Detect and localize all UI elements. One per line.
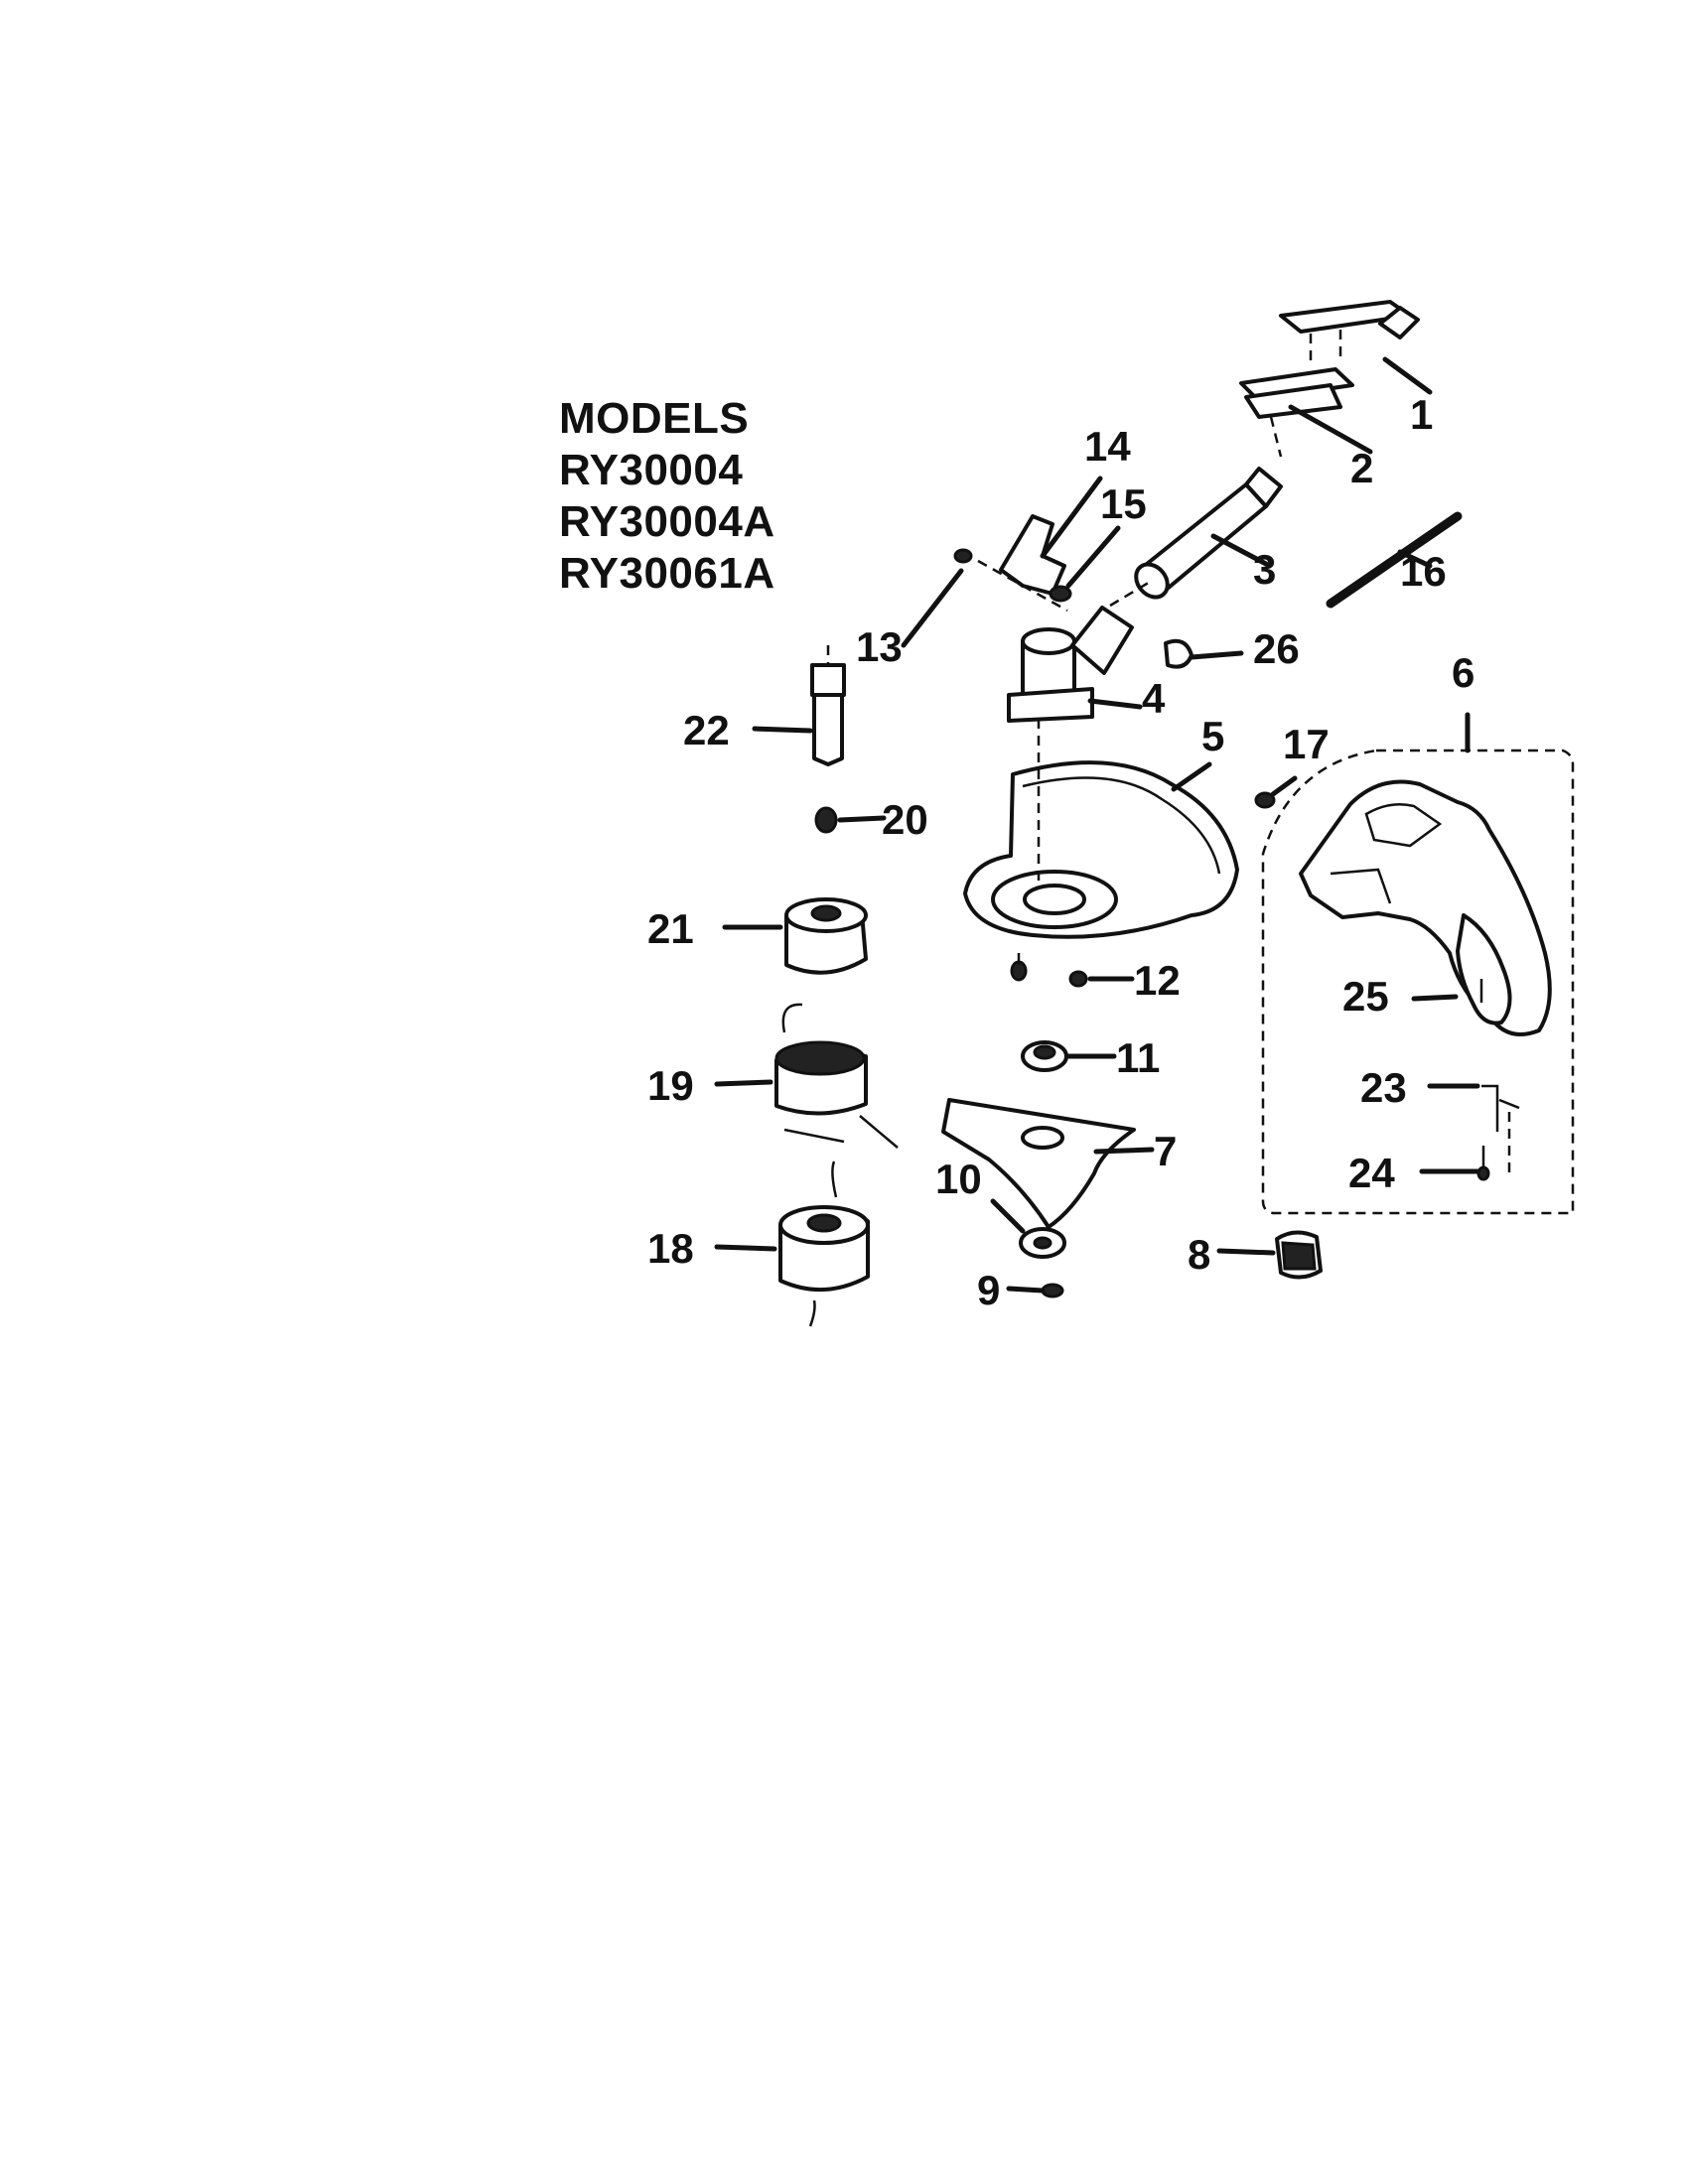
models-list: MODELS RY30004 RY30004A RY30061A <box>559 393 775 600</box>
part-1-clamp <box>1279 300 1433 395</box>
part-7-blade <box>941 1098 1155 1229</box>
callout-24: 24 <box>1348 1150 1395 1196</box>
callout-3: 3 <box>1253 546 1276 593</box>
callout-4: 4 <box>1142 675 1166 722</box>
part-16-rod <box>1326 511 1463 609</box>
callout-16: 16 <box>1400 548 1447 595</box>
part-12-screws <box>1010 953 1135 988</box>
part-14-coupler <box>999 476 1103 596</box>
callout-14: 14 <box>1084 423 1131 470</box>
part-4-motor-housing <box>1007 579 1153 723</box>
callout-23: 23 <box>1360 1064 1407 1111</box>
callout-13: 13 <box>856 623 903 670</box>
callout-19: 19 <box>647 1062 694 1109</box>
part-8-knob <box>1216 1230 1323 1280</box>
part-13-screw <box>901 548 1068 648</box>
callout-6: 6 <box>1452 649 1474 696</box>
model-number: RY30004 <box>559 446 744 494</box>
callout-15: 15 <box>1100 480 1147 527</box>
callout-10: 10 <box>935 1156 982 1202</box>
part-18-spool <box>714 1160 870 1327</box>
model-number: RY30004A <box>559 497 775 546</box>
part-9-bolt <box>1006 1283 1064 1298</box>
part-5-guard <box>963 719 1239 939</box>
callout-1: 1 <box>1410 391 1433 438</box>
callout-25: 25 <box>1342 973 1389 1020</box>
part-17-screw <box>1254 775 1298 809</box>
part-21-spool <box>722 897 868 975</box>
part-24-screw <box>1419 1112 1511 1181</box>
part-10-washer <box>990 1198 1066 1259</box>
callout-22: 22 <box>683 707 730 753</box>
callout-12: 12 <box>1134 957 1181 1004</box>
part-25-handle <box>1299 779 1552 1036</box>
callout-21: 21 <box>647 905 694 952</box>
part-20-nut <box>814 806 887 834</box>
callout-9: 9 <box>977 1267 1000 1313</box>
callout-26: 26 <box>1253 625 1300 672</box>
callout-2: 2 <box>1350 445 1373 491</box>
part-19-spool-line <box>714 1003 899 1149</box>
model-number: RY30061A <box>559 549 775 598</box>
callout-7: 7 <box>1154 1128 1177 1174</box>
part-11-spacer <box>1021 1040 1117 1072</box>
callout-11: 11 <box>1116 1034 1160 1081</box>
part-6-handle-assembly-box <box>1261 712 1575 1215</box>
callout-18: 18 <box>647 1225 694 1272</box>
part-15-screw <box>1049 525 1121 603</box>
part-2-clamp <box>1239 367 1373 458</box>
callout-20: 20 <box>882 796 928 843</box>
part-3-shaft <box>1134 467 1283 600</box>
models-heading: MODELS <box>559 394 750 443</box>
part-22-bar <box>752 645 846 766</box>
callout-5: 5 <box>1201 713 1224 759</box>
callout-17: 17 <box>1283 721 1330 767</box>
callout-8: 8 <box>1188 1231 1210 1278</box>
part-26-clip <box>1164 638 1244 669</box>
part-23-contact <box>1427 1083 1520 1132</box>
